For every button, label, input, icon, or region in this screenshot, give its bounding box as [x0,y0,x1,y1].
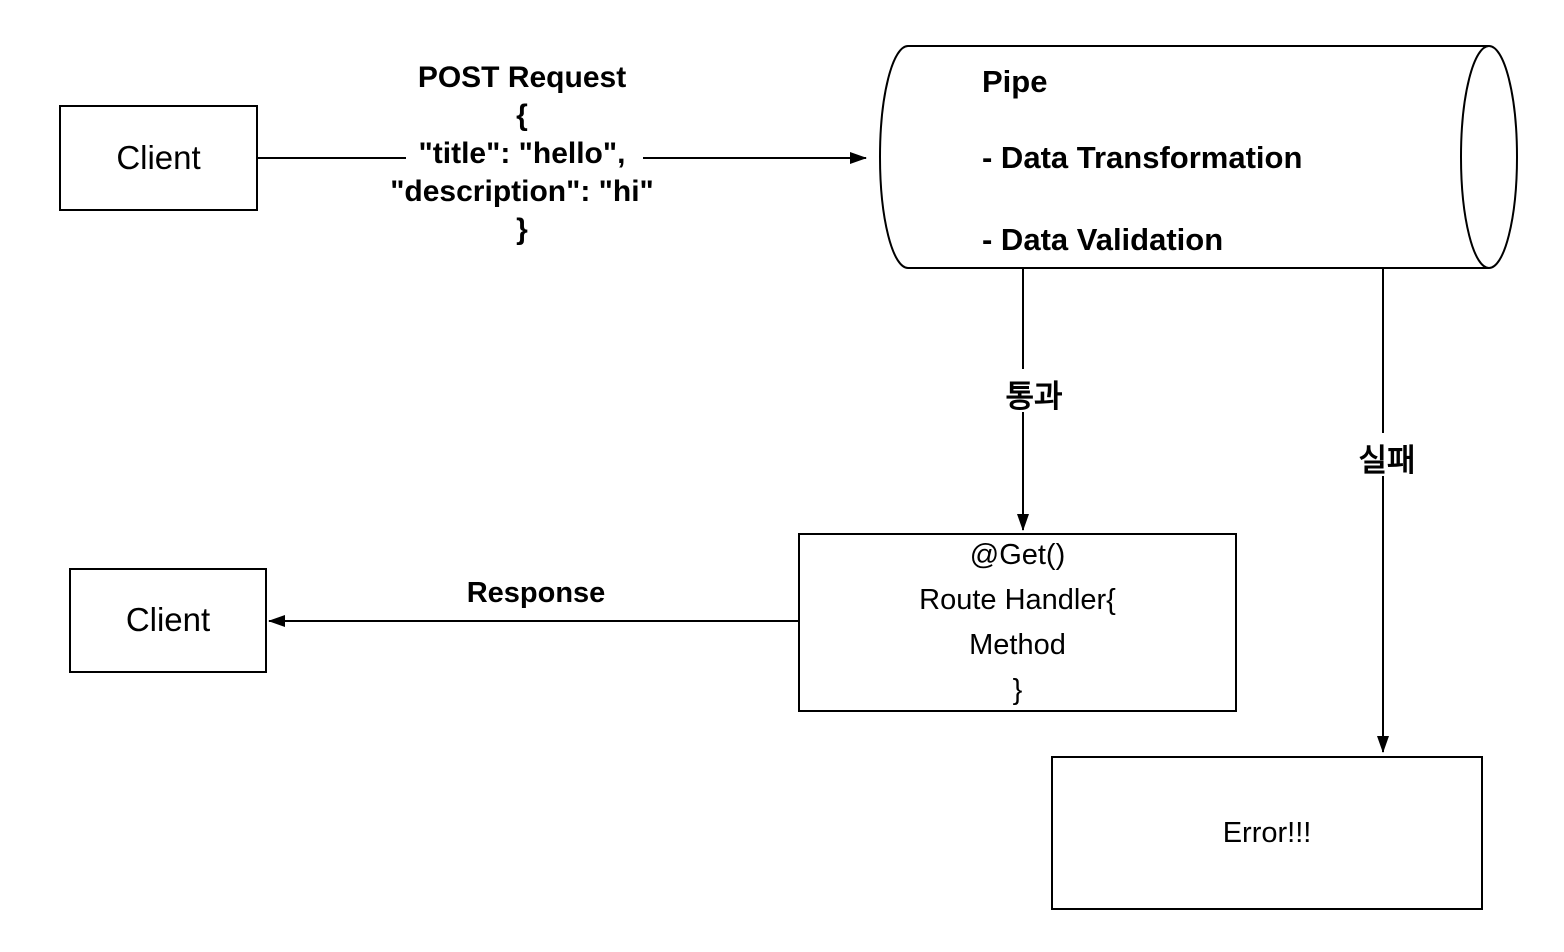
pipe-cylinder-end-face [1460,45,1518,269]
error-node: Error!!! [1051,756,1483,910]
pipe-feature-data-validation: - Data Validation [982,222,1224,257]
route-handler-node: @Get()Route Handler{Method} [798,533,1237,712]
pass-edge-label: 통과 [1005,379,1063,414]
pipe-title: Pipe [982,64,1048,99]
fail-edge-label: 실패 [1358,443,1416,478]
client-node-bottom: Client [69,568,267,673]
client-node-top: Client [59,105,258,211]
pipe-cylinder-body [879,45,1489,269]
pipe-feature-data-transformation: - Data Transformation [982,140,1303,175]
client-node-top-label: Client [116,138,201,176]
route-handler-label: @Get()Route Handler{Method} [919,538,1116,706]
post-request-edge-label: POST Request{"title": "hello","descripti… [390,61,654,246]
error-node-label: Error!!! [1222,816,1312,849]
response-edge-label: Response [466,577,606,609]
client-node-bottom-label: Client [125,601,211,639]
